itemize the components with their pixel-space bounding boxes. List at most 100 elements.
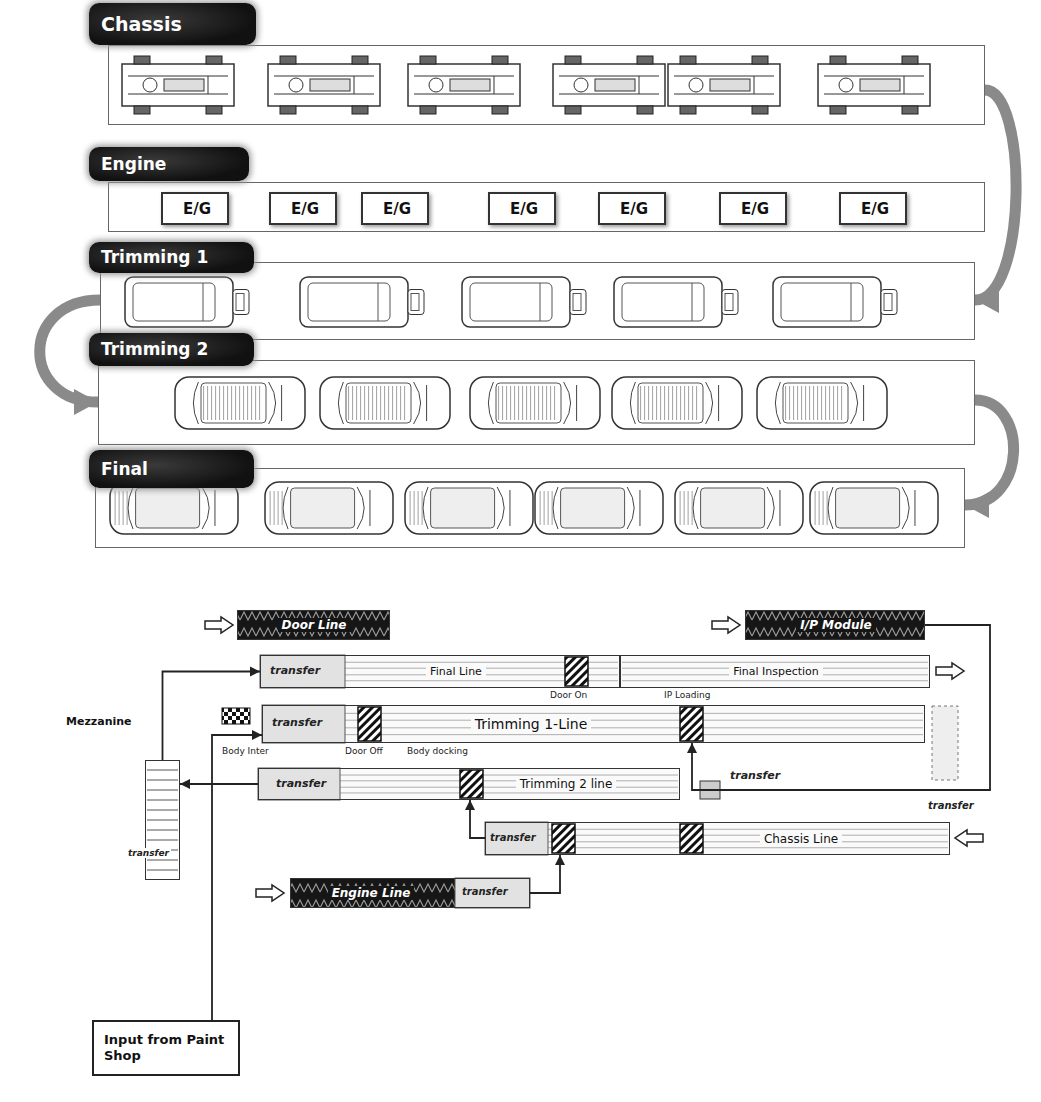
vehicle-icon [300, 277, 408, 327]
vehicle-icon [346, 383, 411, 423]
vehicle-icon [612, 377, 742, 429]
input-box: Input from Paint Shop [92, 1020, 240, 1076]
chassis-rail [674, 76, 774, 77]
chassis-part [754, 76, 755, 94]
box-label: Trimming 2 line [516, 777, 617, 791]
vehicle-icon [496, 383, 561, 423]
vehicle-icon [357, 487, 364, 529]
chassis-part [689, 78, 703, 92]
vehicle-shading [676, 386, 677, 420]
vehicle-icon [497, 487, 504, 529]
vehicle-icon [540, 283, 541, 321]
engine-box: E/G [719, 192, 787, 225]
vehicle-shading [548, 491, 549, 525]
conveyor-line [622, 662, 928, 663]
chassis-rail [274, 76, 374, 77]
box-label: E/G [510, 200, 538, 218]
box-label: Trimming 1-Line [471, 716, 592, 732]
line-bar [262, 705, 925, 743]
vehicle-shading [414, 491, 415, 525]
wheel [637, 56, 653, 64]
conveyor-line [264, 727, 923, 728]
wheel [206, 106, 222, 114]
dark-line-bar [745, 610, 925, 640]
vehicle-shading [372, 386, 373, 420]
conveyor-line [260, 792, 678, 793]
vehicle-shading [544, 491, 545, 525]
vehicle-icon [576, 385, 577, 421]
chassis-rail [674, 94, 774, 95]
mezzanine-level [147, 800, 178, 801]
vehicle-shading [664, 386, 665, 420]
transfer-zone [260, 655, 345, 688]
vehicle-shading [410, 491, 411, 525]
vehicle-shading [680, 491, 681, 525]
box-label: E/G [620, 200, 648, 218]
chassis-part [595, 79, 635, 91]
chassis-part [494, 76, 495, 94]
vehicle-shading [534, 386, 535, 420]
input-arrow-icon [936, 663, 964, 679]
vehicle-shading [274, 491, 275, 525]
vehicle-shading [270, 491, 271, 525]
wheel [830, 56, 846, 64]
vehicle-shading [364, 386, 365, 420]
vehicle-icon [281, 385, 282, 421]
conveyor-line [262, 662, 618, 663]
chassis-part [639, 76, 640, 94]
vehicle-shading [656, 386, 657, 420]
box-label: E/G [383, 200, 411, 218]
station-marker [552, 824, 575, 853]
vehicle-shading [239, 386, 240, 420]
transfer-zone [932, 706, 958, 780]
vehicle-shading [384, 386, 385, 420]
box-label: Engine Line [328, 886, 415, 900]
vehicle-shading [203, 386, 204, 420]
vehicle-shading [550, 386, 551, 420]
vehicle-shading [648, 386, 649, 420]
vehicle-icon [535, 482, 663, 534]
band-title: Trimming 1 [89, 242, 254, 273]
wheel [680, 106, 696, 114]
chassis-part [574, 78, 588, 92]
vehicle-shading [348, 386, 349, 420]
chassis-rail [414, 76, 514, 77]
vehicle-shading [652, 386, 653, 420]
station-label: Body Inter [220, 746, 271, 756]
line-bar [485, 822, 950, 855]
box-label: Door Line [278, 618, 351, 632]
vehicle-shading [522, 386, 523, 420]
wheel [565, 56, 581, 64]
vehicle-icon [828, 487, 833, 529]
engine-box: E/G [839, 192, 907, 225]
vehicle-icon [627, 487, 634, 529]
vehicle-shading [789, 386, 790, 420]
vehicle-shading [552, 491, 553, 525]
wheel [902, 106, 918, 114]
transfer-label: transfer [270, 716, 324, 729]
vehicle-icon [320, 377, 450, 429]
engine-box: E/G [488, 192, 556, 225]
conveyor-line [487, 829, 948, 830]
box-label: Mezzanine [66, 715, 132, 728]
vehicle-icon [431, 488, 495, 528]
chassis-part [289, 78, 303, 92]
vehicle-shading [418, 491, 419, 525]
vehicle-icon [175, 377, 305, 429]
vehicle-shading [278, 491, 279, 525]
vehicle-shading [640, 386, 641, 420]
mezzanine-level [147, 860, 178, 861]
vehicle-icon [836, 488, 900, 528]
vehicle-icon [308, 283, 390, 321]
chassis-part [904, 76, 905, 94]
vehicle-shading [400, 386, 401, 420]
box-label: E/G [861, 200, 889, 218]
vehicle-icon [851, 382, 858, 424]
chassis-rail [824, 94, 924, 95]
vehicle-shading [518, 386, 519, 420]
vehicle-shading [356, 386, 357, 420]
vehicle-shading [255, 386, 256, 420]
chassis-icon [122, 64, 234, 106]
vehicle-shading [223, 386, 224, 420]
engine-box: E/G [361, 192, 429, 225]
